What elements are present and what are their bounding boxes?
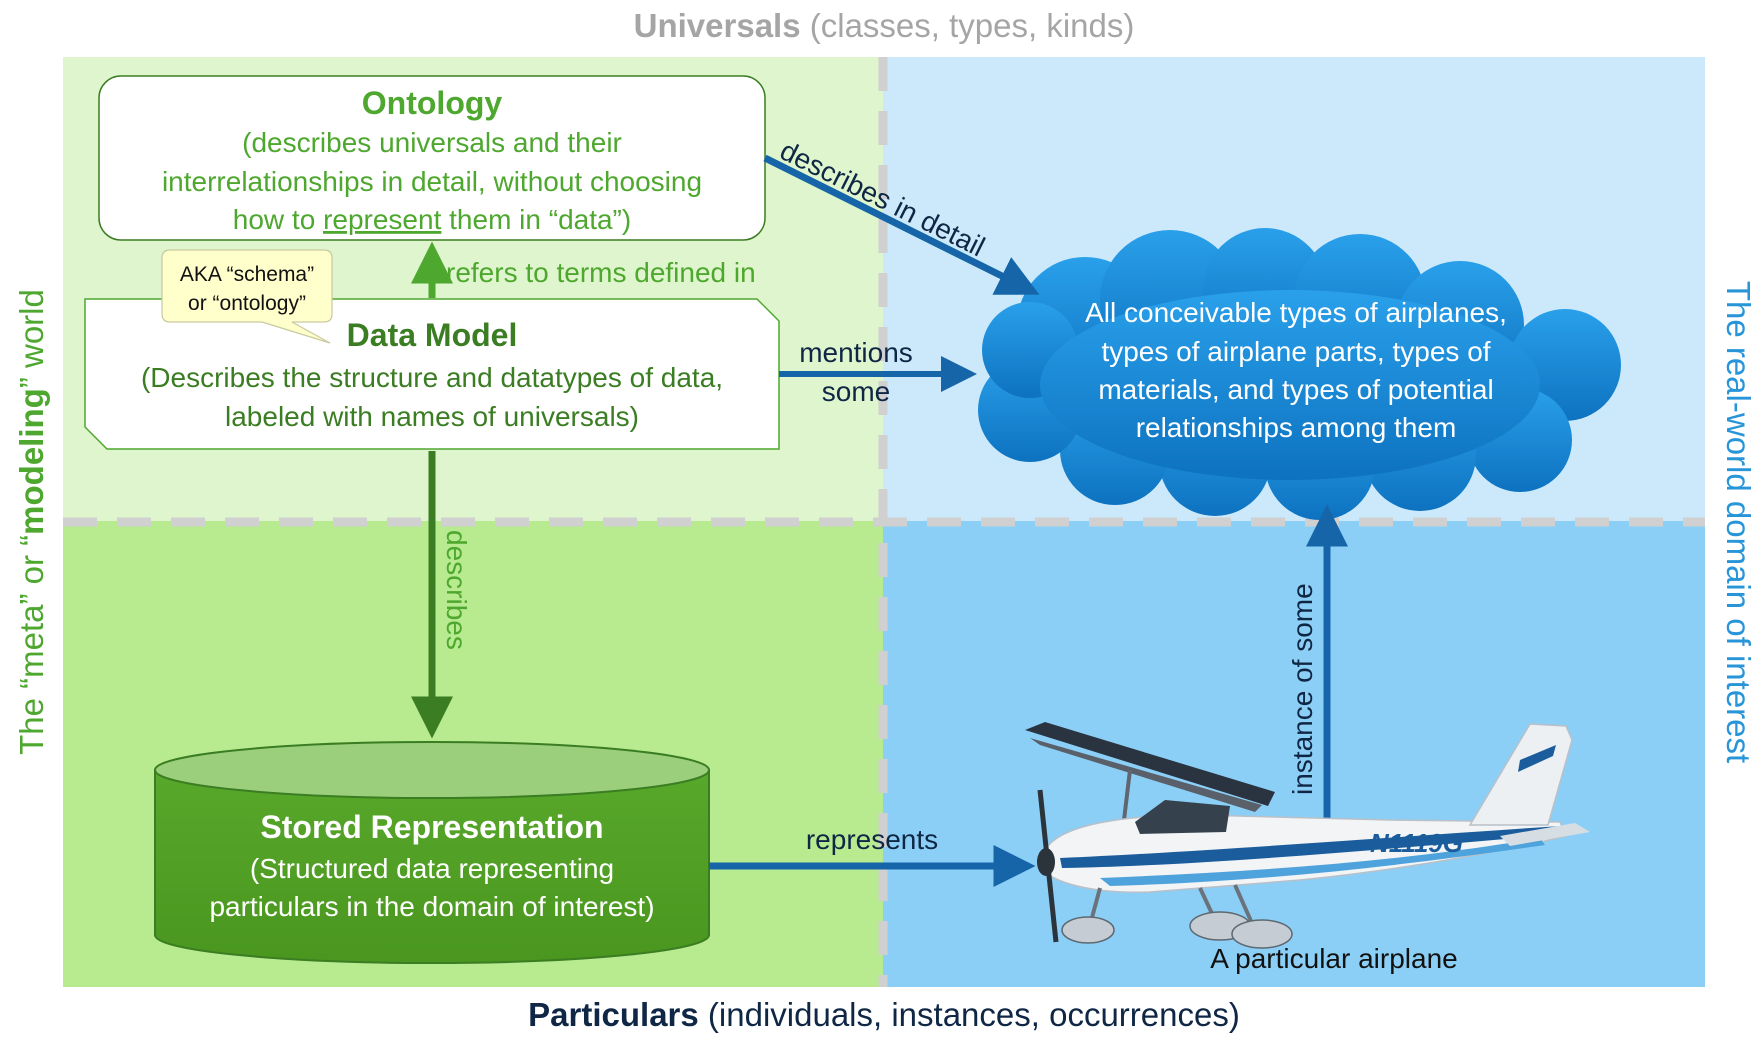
aka-callout xyxy=(161,249,333,344)
mentions-label-line2: some xyxy=(822,376,890,407)
universals-axis-label: Universals (classes, types, kinds) xyxy=(634,7,1135,44)
universals-cloud xyxy=(978,228,1621,520)
data-model-line1: (Describes the structure and datatypes o… xyxy=(141,362,723,393)
ontology-line2: interrelationships in detail, without ch… xyxy=(162,166,702,197)
tail-number: N1119G xyxy=(1370,828,1463,858)
cloud-line3: materials, and types of potential xyxy=(1098,374,1493,405)
airplane-illustration: N1119G xyxy=(1025,722,1590,949)
ontology-title: Ontology xyxy=(362,85,503,121)
modeling-world-label: The “meta” or “modeling” world xyxy=(13,289,50,755)
ontology-line1: (describes universals and their xyxy=(242,127,622,158)
stored-line1: (Structured data representing xyxy=(250,853,614,884)
stored-representation-cylinder xyxy=(154,741,710,964)
instance-of-label: instance of some xyxy=(1287,583,1318,795)
particulars-axis-label: Particulars (individuals, instances, occ… xyxy=(528,996,1240,1033)
describes-label: describes xyxy=(441,530,472,650)
stored-title: Stored Representation xyxy=(260,809,603,845)
data-model-line2: labeled with names of universals) xyxy=(225,401,639,432)
ontology-line3: how to represent them in “data”) xyxy=(233,204,631,235)
data-model-title: Data Model xyxy=(347,317,518,353)
cloud-line1: All conceivable types of airplanes, xyxy=(1085,297,1507,328)
stored-line2: particulars in the domain of interest) xyxy=(209,891,654,922)
refers-to-label: refers to terms defined in xyxy=(446,257,756,288)
mentions-label-line1: mentions xyxy=(799,337,913,368)
callout-line1: AKA “schema” xyxy=(180,263,314,286)
represents-label: represents xyxy=(806,824,938,855)
cloud-line4: relationships among them xyxy=(1136,412,1457,443)
real-world-label: The real-world domain of interest xyxy=(1720,281,1757,763)
airplane-caption: A particular airplane xyxy=(1210,943,1457,974)
callout-line2: or “ontology” xyxy=(188,292,306,315)
data-model-box xyxy=(84,298,780,450)
cloud-line2: types of airplane parts, types of xyxy=(1101,336,1490,367)
describes-in-detail-arrow xyxy=(763,154,1040,295)
